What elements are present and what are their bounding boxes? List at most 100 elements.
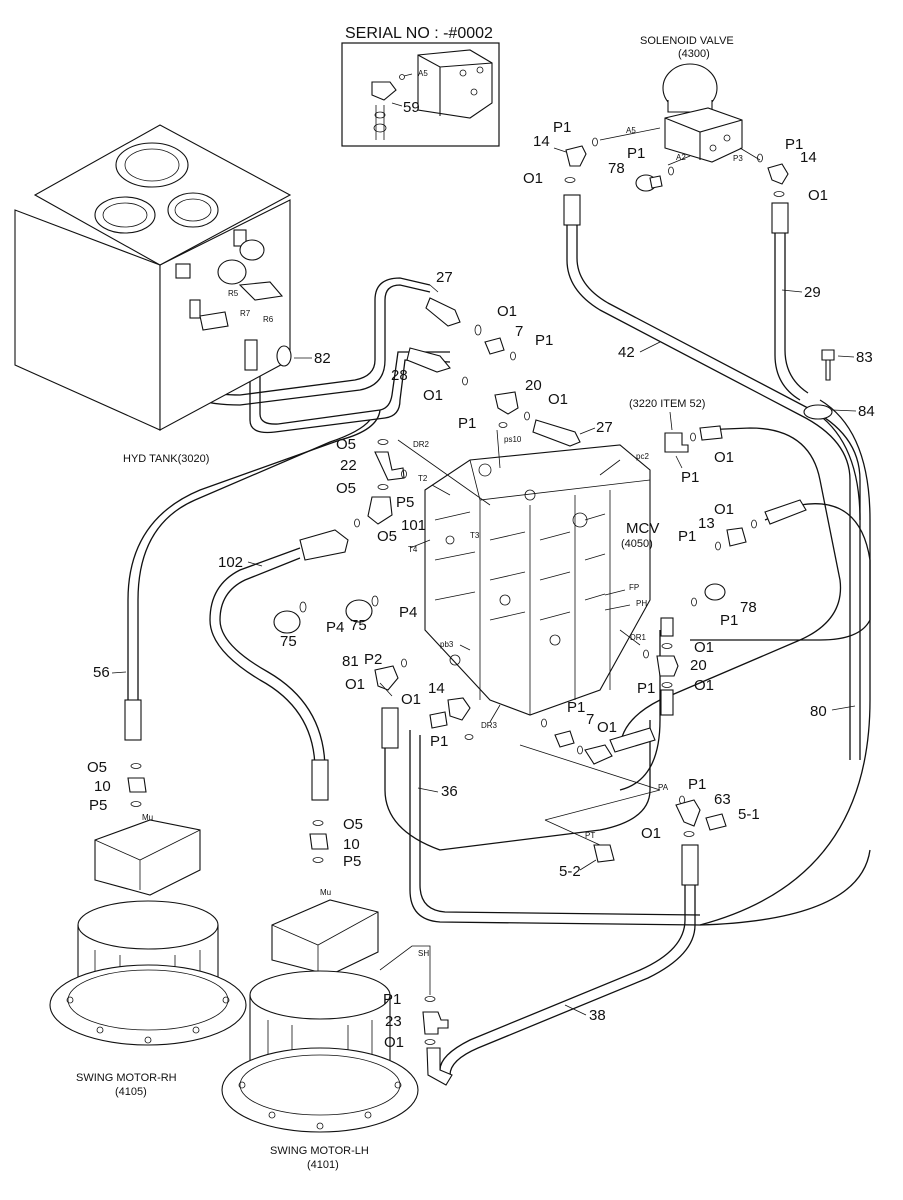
plug-78-stem bbox=[649, 175, 663, 189]
mcv-title: MCV bbox=[626, 520, 659, 537]
leader bbox=[675, 455, 683, 469]
tee-fitting-ref bbox=[664, 432, 689, 453]
port-r7: R7 bbox=[240, 309, 251, 318]
hose-end bbox=[381, 707, 399, 749]
label-P1: P1 bbox=[553, 119, 571, 136]
label-P2: P2 bbox=[364, 651, 382, 668]
adapter-7 bbox=[554, 730, 575, 748]
inset-title: SERIAL NO : -#0002 bbox=[345, 25, 493, 42]
oring bbox=[751, 519, 757, 529]
label-27: 27 bbox=[436, 269, 453, 286]
serial-inset: SERIAL NO : -#0002 A5 59 bbox=[341, 25, 500, 147]
oring bbox=[354, 518, 360, 528]
label-O1: O1 bbox=[694, 677, 714, 694]
hose-102 bbox=[209, 547, 316, 800]
label-P1: P1 bbox=[720, 612, 738, 629]
swing-rh-title: SWING MOTOR-RH bbox=[76, 1072, 177, 1084]
port-mu: Mu bbox=[142, 813, 153, 822]
hose-fitting bbox=[584, 744, 613, 765]
leader bbox=[564, 1004, 587, 1016]
hose-mcv-right-lower bbox=[690, 503, 871, 641]
label-P1: P1 bbox=[430, 733, 448, 750]
hoses bbox=[124, 194, 871, 1076]
hose-fitting bbox=[429, 711, 448, 729]
leader bbox=[417, 787, 439, 793]
tee-fitting-20 bbox=[494, 391, 519, 415]
hose-clamp bbox=[803, 404, 833, 420]
hose-end bbox=[771, 202, 789, 234]
oring bbox=[757, 153, 763, 163]
leader bbox=[579, 859, 597, 871]
leader bbox=[379, 682, 393, 697]
label-38: 38 bbox=[589, 1007, 606, 1024]
inset-port bbox=[459, 69, 467, 77]
swing-motor-lh bbox=[221, 899, 419, 1133]
label-O1: O1 bbox=[548, 391, 568, 408]
oring bbox=[773, 191, 785, 197]
plug-78 bbox=[704, 583, 726, 601]
inset-oring bbox=[374, 111, 386, 119]
label-75: 75 bbox=[280, 633, 297, 650]
label-O1: O1 bbox=[694, 639, 714, 656]
adapter-7 bbox=[484, 337, 505, 355]
inset-oring bbox=[399, 74, 405, 80]
label-82: 82 bbox=[314, 350, 331, 367]
leader bbox=[831, 409, 857, 412]
port-r6: R6 bbox=[263, 315, 274, 324]
label-O1: O1 bbox=[597, 719, 617, 736]
oring bbox=[683, 831, 695, 837]
label-22: 22 bbox=[340, 457, 357, 474]
inset-label-59: 59 bbox=[403, 99, 420, 116]
leader bbox=[837, 355, 855, 358]
oring bbox=[668, 166, 674, 176]
tank-top bbox=[33, 124, 292, 266]
oring bbox=[691, 597, 697, 607]
elbow-fitting-81 bbox=[374, 665, 399, 691]
mcv-number: (4050) bbox=[621, 538, 653, 550]
label-P1: P1 bbox=[383, 991, 401, 1008]
port-a5: A5 bbox=[626, 126, 636, 135]
swing-lh-title: SWING MOTOR-LH bbox=[270, 1145, 369, 1157]
port-mu: Mu bbox=[320, 888, 331, 897]
inset-port-a5: A5 bbox=[418, 69, 428, 78]
label-84: 84 bbox=[858, 403, 875, 420]
elbow-fitting-14 bbox=[447, 697, 471, 721]
plug-75 bbox=[273, 610, 301, 634]
oring bbox=[464, 734, 474, 740]
mcv-port bbox=[572, 512, 588, 528]
label-O5: O5 bbox=[343, 816, 363, 833]
hose-fitting bbox=[199, 311, 229, 331]
hose-end bbox=[681, 844, 699, 886]
oring bbox=[401, 469, 407, 479]
port-pb3: pb3 bbox=[440, 640, 454, 649]
label-O5: O5 bbox=[87, 759, 107, 776]
port-dr2: DR2 bbox=[413, 440, 430, 449]
inset-port bbox=[476, 66, 484, 74]
hose-end bbox=[660, 689, 674, 716]
leader bbox=[669, 411, 673, 431]
hose-36-left bbox=[384, 710, 651, 851]
hose-fitting bbox=[532, 419, 581, 447]
label-42: 42 bbox=[618, 344, 635, 361]
leader bbox=[639, 341, 661, 353]
motor-base-flange bbox=[49, 964, 247, 1046]
oring bbox=[371, 595, 379, 607]
inset-elbow-fitting bbox=[371, 81, 397, 101]
hose-29 bbox=[774, 210, 801, 401]
hydraulic-tank: R5 R7 R6 HYD TANK(3020) bbox=[14, 124, 292, 465]
solenoid-port bbox=[723, 134, 731, 142]
bolt-hole bbox=[222, 996, 230, 1004]
oring bbox=[401, 658, 407, 668]
leaders bbox=[599, 127, 761, 166]
solenoid-valve: SOLENOID VALVE (4300) A5 A2 P3 bbox=[599, 35, 761, 166]
label-5-1: 5-1 bbox=[738, 806, 760, 823]
label-23: 23 bbox=[385, 1013, 402, 1030]
port-t3: T3 bbox=[470, 531, 480, 540]
oring bbox=[130, 763, 142, 769]
leader bbox=[429, 284, 439, 293]
hose-end bbox=[660, 617, 674, 637]
mcv-body bbox=[424, 444, 651, 716]
fitting-5-2 bbox=[593, 844, 615, 863]
elbow-fitting bbox=[767, 163, 789, 185]
bolt-hole bbox=[96, 1026, 104, 1034]
